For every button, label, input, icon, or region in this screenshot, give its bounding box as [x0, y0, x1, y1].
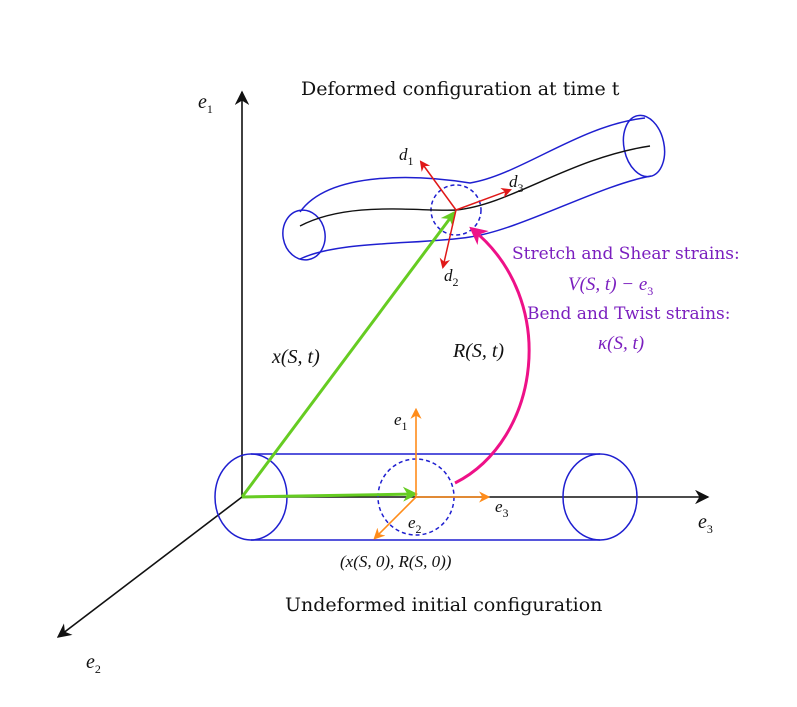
position-vector-undeformed: [241, 486, 418, 502]
position-label: x(S, t): [271, 346, 320, 368]
local-e3-label: e3: [495, 497, 509, 520]
deformed-title: Deformed configuration at time t: [301, 78, 620, 100]
deformed-rod: [282, 114, 666, 261]
director-d2-label: d2: [444, 266, 459, 289]
strain-annotations: Stretch and Shear strains: V(S, t) − e3 …: [512, 244, 740, 354]
stretch-shear-expr: V(S, t) − e3: [568, 274, 653, 298]
deformed-left-end: [282, 209, 326, 261]
undeformed-title: Undeformed initial configuration: [285, 594, 602, 616]
local-e2-label: e2: [408, 513, 422, 536]
deformed-right-end: [622, 114, 666, 178]
bend-twist-title: Bend and Twist strains:: [527, 304, 731, 324]
initial-state-label: (x(S, 0), R(S, 0)): [340, 552, 452, 571]
directors: [419, 160, 512, 270]
global-e2-label: e2: [86, 651, 101, 676]
local-frame: [373, 407, 491, 540]
rotation-label: R(S, t): [452, 340, 504, 362]
local-e1-label: e1: [394, 410, 408, 433]
director-d1-label: d1: [399, 145, 414, 168]
global-e3-label: e3: [698, 511, 713, 536]
bend-twist-expr: κ(S, t): [598, 333, 644, 354]
stretch-shear-title: Stretch and Shear strains:: [512, 244, 740, 264]
director-d2-arrow: [439, 209, 457, 270]
director-d3-arrow: [455, 187, 512, 211]
director-d3-label: d3: [509, 172, 524, 195]
rotation-arrow: [454, 226, 531, 485]
global-e1-label: e1: [198, 91, 213, 116]
deformed-centerline: [299, 145, 651, 227]
position-vector-deformed: [240, 210, 456, 498]
deformed-upper-edge: [299, 117, 646, 213]
global-e2-axis: [56, 496, 243, 638]
position-vectors: [240, 210, 456, 502]
local-e2-arrow: [373, 496, 417, 540]
director-d1-arrow: [419, 160, 457, 211]
